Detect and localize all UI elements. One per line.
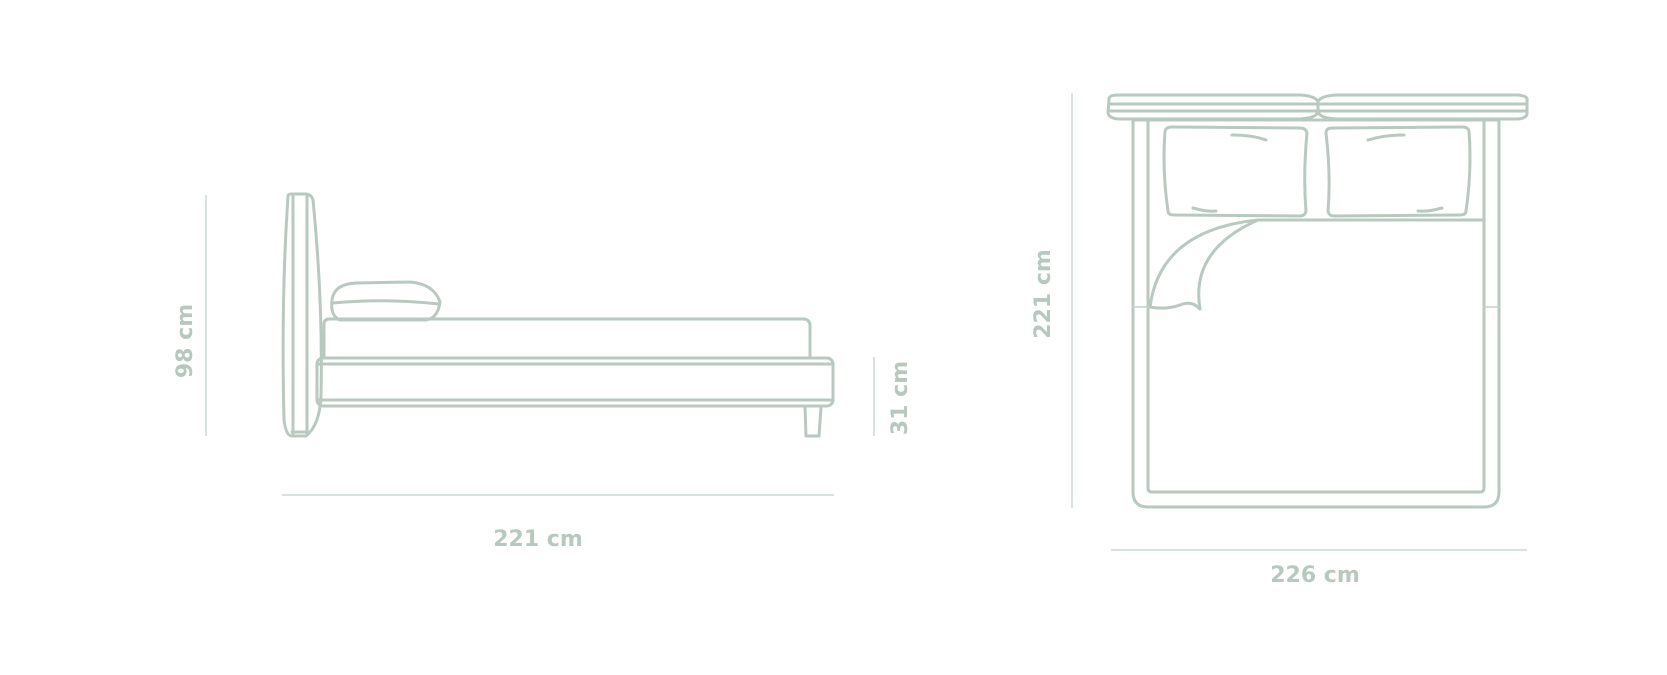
side-bed-height-label: 31 cm [888,361,913,435]
side-bed-leg [803,405,823,438]
top-length-label: 221 cm [1031,249,1056,339]
side-base-frame [315,356,835,408]
top-pillow-right [1324,125,1472,218]
side-view-drawing [281,192,835,438]
top-view-dimension-lines [1071,93,1527,551]
top-bed-frame [1131,118,1501,509]
side-headboard [281,192,323,438]
side-mattress [322,317,812,360]
side-height-label: 98 cm [173,304,198,378]
top-width-label: 226 cm [1270,563,1360,588]
side-pillow [330,280,442,322]
side-length-label: 221 cm [493,527,583,552]
top-view-drawing [1106,93,1529,509]
top-pillow-left [1162,125,1309,218]
top-headboard-cushions [1106,93,1529,121]
side-view-dimension-lines [205,195,875,496]
top-duvet [1148,218,1486,311]
